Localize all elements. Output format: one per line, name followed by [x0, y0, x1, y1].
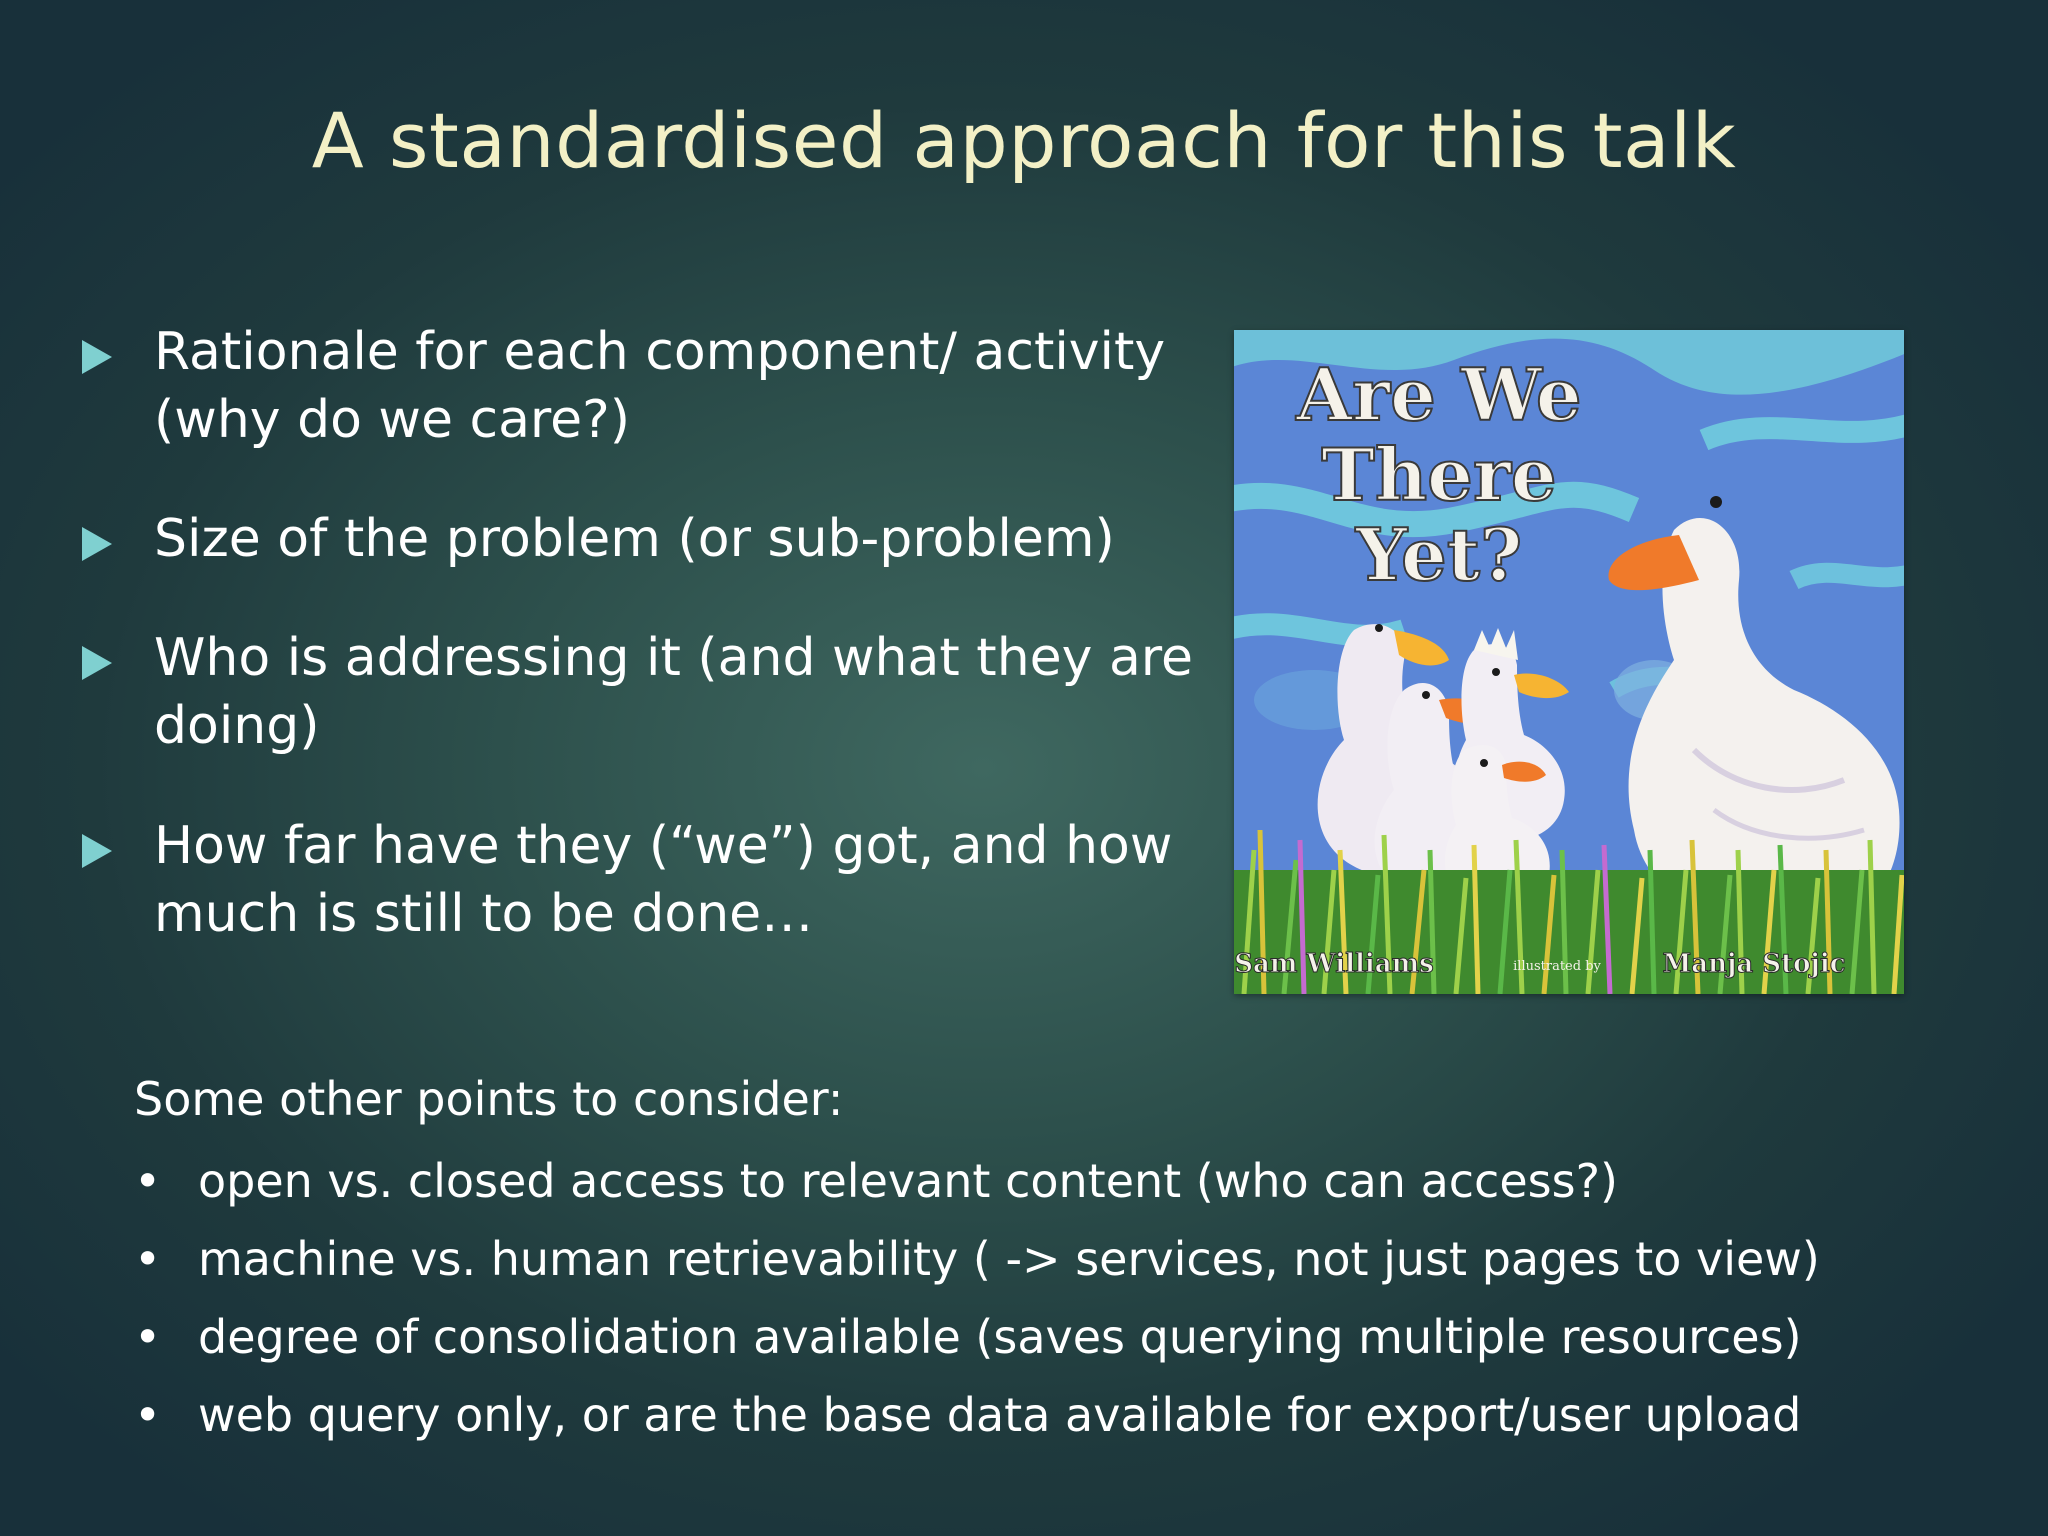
list-item-text: open vs. closed access to relevant conte…: [198, 1154, 1618, 1208]
bullet-text: Rationale for each component/ activity (…: [154, 322, 1166, 450]
other-points-heading: Some other points to consider:: [134, 1072, 844, 1126]
list-item: • degree of consolidation available (sav…: [134, 1298, 1994, 1376]
bullet-text: How far have they (“we”) got, and how mu…: [154, 816, 1173, 944]
bullet-dot-icon: •: [134, 1232, 162, 1286]
bullet-dot-icon: •: [134, 1154, 162, 1208]
list-item-text: machine vs. human retrievability ( -> se…: [198, 1232, 1820, 1286]
cover-title-line3: Yet?: [1355, 512, 1522, 597]
triangle-bullet-icon: [82, 527, 112, 561]
other-points-section: Some other points to consider: • open vs…: [134, 1066, 1994, 1454]
triangle-bullet-icon: [82, 646, 112, 680]
list-item: • open vs. closed access to relevant con…: [134, 1142, 1994, 1220]
triangle-bullet-icon: [82, 834, 112, 868]
list-item-text: degree of consolidation available (saves…: [198, 1310, 1802, 1364]
cover-title-line2: There: [1321, 432, 1556, 517]
list-item: • machine vs. human retrievability ( -> …: [134, 1220, 1994, 1298]
list-item: • web query only, or are the base data a…: [134, 1376, 1994, 1454]
cover-illustrator: Manja Stojic: [1662, 949, 1845, 979]
book-cover-image: Are We There Yet? Sam Williams illustrat…: [1234, 330, 1904, 994]
bullet-text: Who is addressing it (and what they are …: [154, 628, 1194, 756]
cover-author: Sam Williams: [1234, 949, 1433, 979]
list-item-text: web query only, or are the base data ava…: [198, 1388, 1802, 1442]
triangle-bullet-icon: [82, 340, 112, 374]
bullet-dot-icon: •: [134, 1310, 162, 1364]
bullet-text: Size of the problem (or sub-problem): [154, 509, 1115, 569]
bullet-dot-icon: •: [134, 1388, 162, 1442]
cover-illustrated-by: illustrated by: [1513, 959, 1601, 974]
slide-title: A standardised approach for this talk: [311, 96, 1737, 185]
cover-title-line1: Are We: [1295, 352, 1581, 437]
other-points-list: • open vs. closed access to relevant con…: [134, 1142, 1994, 1454]
book-cover-illustration: Are We There Yet? Sam Williams illustrat…: [1234, 330, 1904, 994]
